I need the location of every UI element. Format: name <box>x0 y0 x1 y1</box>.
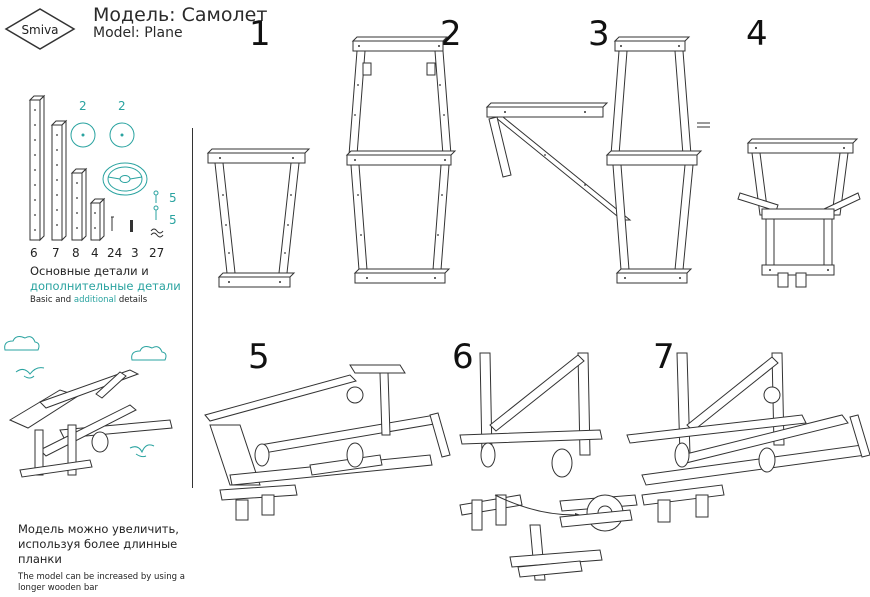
parts-label-en: Basic and additional details <box>30 295 148 305</box>
extension-note-en-line1: The model can be increased by using a <box>18 572 185 582</box>
parts-illustration <box>28 94 164 242</box>
disc-parts <box>70 122 135 148</box>
step-6-diagram <box>459 352 638 581</box>
plank-long <box>28 94 46 242</box>
count-fastener-b: 5 <box>169 213 177 227</box>
count-plank-medium: 7 <box>52 246 60 260</box>
step-3-diagram <box>485 36 710 284</box>
step-number-5: 5 <box>248 337 270 377</box>
count-pins: 3 <box>131 246 139 260</box>
step-number-4: 4 <box>746 14 768 54</box>
extension-note-en: The model can be increased by using a lo… <box>18 572 198 594</box>
step-number-3: 3 <box>588 14 610 54</box>
count-disc-a: 2 <box>79 99 87 113</box>
count-bolts: 24 <box>107 246 123 260</box>
parts-label-ru-line2: дополнительные детали <box>30 279 181 293</box>
plank-short <box>70 167 88 242</box>
extension-note-ru-line2: используя более длинные <box>18 537 178 551</box>
step-2-diagram <box>345 36 457 284</box>
bird-icon <box>15 367 155 458</box>
section-divider <box>192 128 193 488</box>
extension-note-ru-line1: Модель можно увеличить, <box>18 522 179 536</box>
logo-text: Smiva <box>21 23 58 37</box>
step-number-6: 6 <box>452 337 474 377</box>
step-7-diagram <box>626 352 870 523</box>
steering-wheel-part <box>102 162 148 196</box>
step-number-1: 1 <box>249 14 271 54</box>
count-disc-b: 2 <box>118 99 126 113</box>
plank-small <box>89 197 106 242</box>
step-5-diagram <box>204 364 451 521</box>
step-number-2: 2 <box>440 14 462 54</box>
smiva-logo: Smiva <box>4 8 76 50</box>
plank-medium <box>50 119 68 242</box>
count-plank-short: 8 <box>72 246 80 260</box>
extension-note-ru-line3: планки <box>18 552 62 566</box>
fastener-parts <box>111 190 164 238</box>
parts-label-ru: Основные детали и дополнительные детали <box>30 264 181 294</box>
model-title-en: Model: Plane <box>93 25 183 41</box>
extension-note-en-line2: longer wooden bar <box>18 583 98 593</box>
step-4-diagram <box>737 138 861 288</box>
plane-preview-illustration <box>4 336 173 478</box>
step-number-7: 7 <box>653 337 675 377</box>
cloud-icon <box>4 336 167 361</box>
count-fastener-a: 5 <box>169 191 177 205</box>
parts-label-ru-line1: Основные детали и <box>30 264 149 278</box>
count-nuts: 27 <box>149 246 165 260</box>
count-plank-long: 6 <box>30 246 38 260</box>
step-1-diagram <box>206 148 311 288</box>
count-plank-small: 4 <box>91 246 99 260</box>
extension-note-ru: Модель можно увеличить, используя более … <box>18 522 193 567</box>
model-title-ru: Модель: Самолет <box>93 4 268 26</box>
